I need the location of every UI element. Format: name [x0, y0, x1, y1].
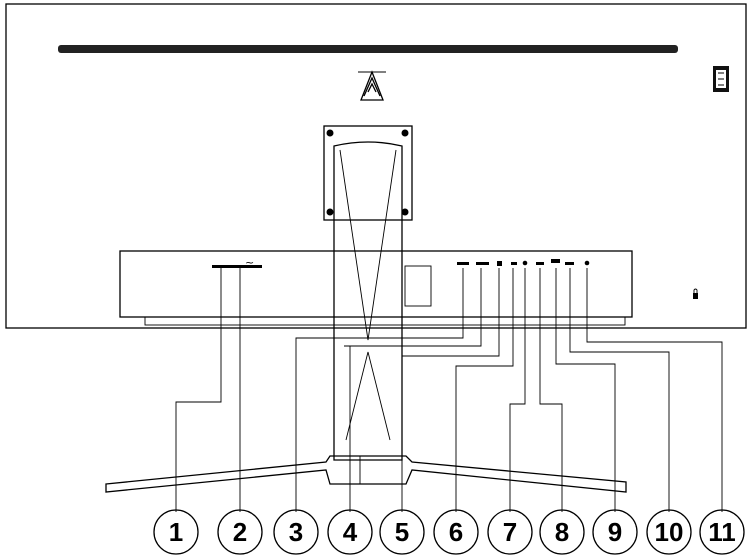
callout-6: 6: [433, 509, 479, 555]
callout-number: 3: [289, 517, 303, 547]
callout-number: 4: [343, 517, 358, 547]
callout-number: 9: [608, 517, 622, 547]
brand-logo-icon: [358, 70, 386, 101]
stand-neck: [333, 141, 403, 461]
stand-base: [105, 455, 627, 493]
callout-number: 5: [395, 517, 409, 547]
vesa-mount-plate: [323, 125, 413, 221]
callout-3: 3: [273, 509, 319, 555]
callout-number: 2: [233, 517, 247, 547]
callout-number: 6: [449, 517, 463, 547]
callout-5: 5: [379, 509, 425, 555]
callout-number: 1: [169, 517, 183, 547]
callout-9: 9: [592, 509, 638, 555]
monitor-back-panel: ~: [5, 3, 747, 329]
callout-7: 7: [487, 509, 533, 555]
callout-leaders: [175, 268, 723, 512]
power-ac-icon: ~: [245, 256, 254, 269]
callout-11: 11: [699, 509, 745, 555]
callout-4: 4: [327, 509, 373, 555]
callout-10: 10: [646, 509, 692, 555]
callout-number: 7: [503, 517, 517, 547]
callout-1: 1: [153, 509, 199, 555]
port-icons: [457, 259, 590, 266]
callout-8: 8: [539, 509, 585, 555]
callout-number: 8: [555, 517, 569, 547]
callout-number: 10: [655, 517, 684, 547]
io-housing: ~: [119, 250, 698, 326]
kensington-lock-icon: [693, 288, 698, 299]
callout-number: 11: [708, 517, 736, 547]
callout-2: 2: [217, 509, 263, 555]
vent-strip: [58, 45, 678, 53]
